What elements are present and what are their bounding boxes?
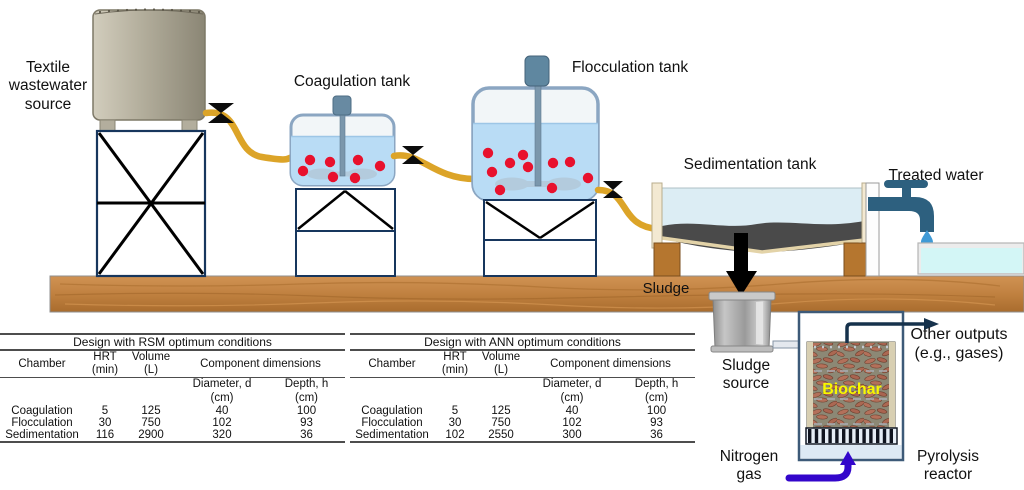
tube-flocculation-to-sedimentation xyxy=(594,186,662,233)
ann-header-volume: Volume (L) xyxy=(476,350,526,379)
valve-flocculation-icon xyxy=(603,181,623,198)
coagulation-floc-dots xyxy=(297,154,386,184)
coagulation-tank xyxy=(289,95,396,187)
ann-header-depth: Depth, h (cm) xyxy=(634,378,679,404)
heater-grate xyxy=(805,427,898,445)
ann-header-diameter: Diameter, d (cm) xyxy=(542,378,602,404)
treated-water-label: Treated water xyxy=(888,167,984,184)
tube-coagulation-to-flocculation xyxy=(390,152,478,183)
gas-inlet-chamber xyxy=(800,445,902,459)
workbench xyxy=(49,275,1024,313)
flocculation-tank xyxy=(471,55,600,202)
pyrolysis-reactor-graphic xyxy=(797,310,905,462)
sludge-layer xyxy=(662,221,864,252)
nitrogen-arrow-icon xyxy=(785,451,856,482)
ann-table-container: Design with ANN optimum conditions Chamb… xyxy=(350,333,696,443)
valve-coagulation-icon xyxy=(402,146,424,164)
rsm-header-volume: Volume (L) xyxy=(126,350,176,379)
ann-header-hrt: HRT (min) xyxy=(434,350,476,379)
ann-table-title: Design with ANN optimum conditions xyxy=(350,333,696,351)
textile-tank-stand xyxy=(95,129,207,278)
rsm-table: Design with RSM optimum conditions Chamb… xyxy=(0,333,345,443)
textile-source-label: Textile wastewater source xyxy=(8,59,88,113)
rsm-header-chamber: Chamber xyxy=(0,350,84,379)
rsm-header-hrt: HRT (min) xyxy=(84,350,126,379)
flocculation-floc-dots xyxy=(482,147,594,196)
flocculation-tank-stand xyxy=(483,199,597,277)
treated-water-container xyxy=(917,242,1024,275)
biochar-label: Biochar xyxy=(822,381,882,398)
other-outputs-arrow-icon xyxy=(845,318,939,343)
other-outputs-label: Other outputs (e.g., gases) xyxy=(910,326,1008,362)
tank-rivets xyxy=(98,8,201,14)
rsm-table-container: Design with RSM optimum conditions Chamb… xyxy=(0,333,345,443)
table-row: Coagulation 5 125 40 100 xyxy=(361,404,667,417)
sludge-arrow-icon xyxy=(726,233,757,296)
rsm-header-depth: Depth, h (cm) xyxy=(284,378,329,404)
sludge-bucket xyxy=(708,291,776,353)
sludge-label: Sludge xyxy=(642,280,690,297)
rsm-header-component: Component dimensions xyxy=(176,350,345,379)
table-row: Sedimentation 102 2550 300 36 xyxy=(350,428,696,443)
nitrogen-gas-label: Nitrogen gas xyxy=(719,448,779,484)
tank-sloped-floor xyxy=(661,236,865,254)
biochar-bed xyxy=(813,343,889,427)
table-row: Flocculation 30 750 102 93 xyxy=(11,416,313,429)
flocculation-tank-label: Flocculation tank xyxy=(571,59,689,76)
table-row: Sedimentation 116 2900 320 36 xyxy=(0,428,345,443)
table-row: Coagulation 5 125 40 100 xyxy=(11,404,317,417)
sedimentation-tank xyxy=(651,182,874,277)
pyrolysis-reactor-label: Pyrolysis reactor xyxy=(916,448,979,484)
coagulation-tank-stand xyxy=(295,188,396,277)
textile-wastewater-tank xyxy=(92,8,206,132)
valve-source-icon xyxy=(208,103,234,123)
sludge-source-label: Sludge source xyxy=(721,357,771,393)
bucket-to-reactor-pipe xyxy=(772,340,800,349)
table-row: Flocculation 30 750 102 93 xyxy=(361,416,663,429)
ann-header-chamber: Chamber xyxy=(350,350,434,379)
rsm-header-diameter: Diameter, d (cm) xyxy=(192,378,252,404)
ann-header-component: Component dimensions xyxy=(526,350,696,379)
ann-table: Design with ANN optimum conditions Chamb… xyxy=(350,333,696,443)
rsm-table-title: Design with RSM optimum conditions xyxy=(0,333,345,351)
coagulation-tank-label: Coagulation tank xyxy=(293,73,411,90)
sedimentation-tank-label: Sedimentation tank xyxy=(683,156,817,173)
